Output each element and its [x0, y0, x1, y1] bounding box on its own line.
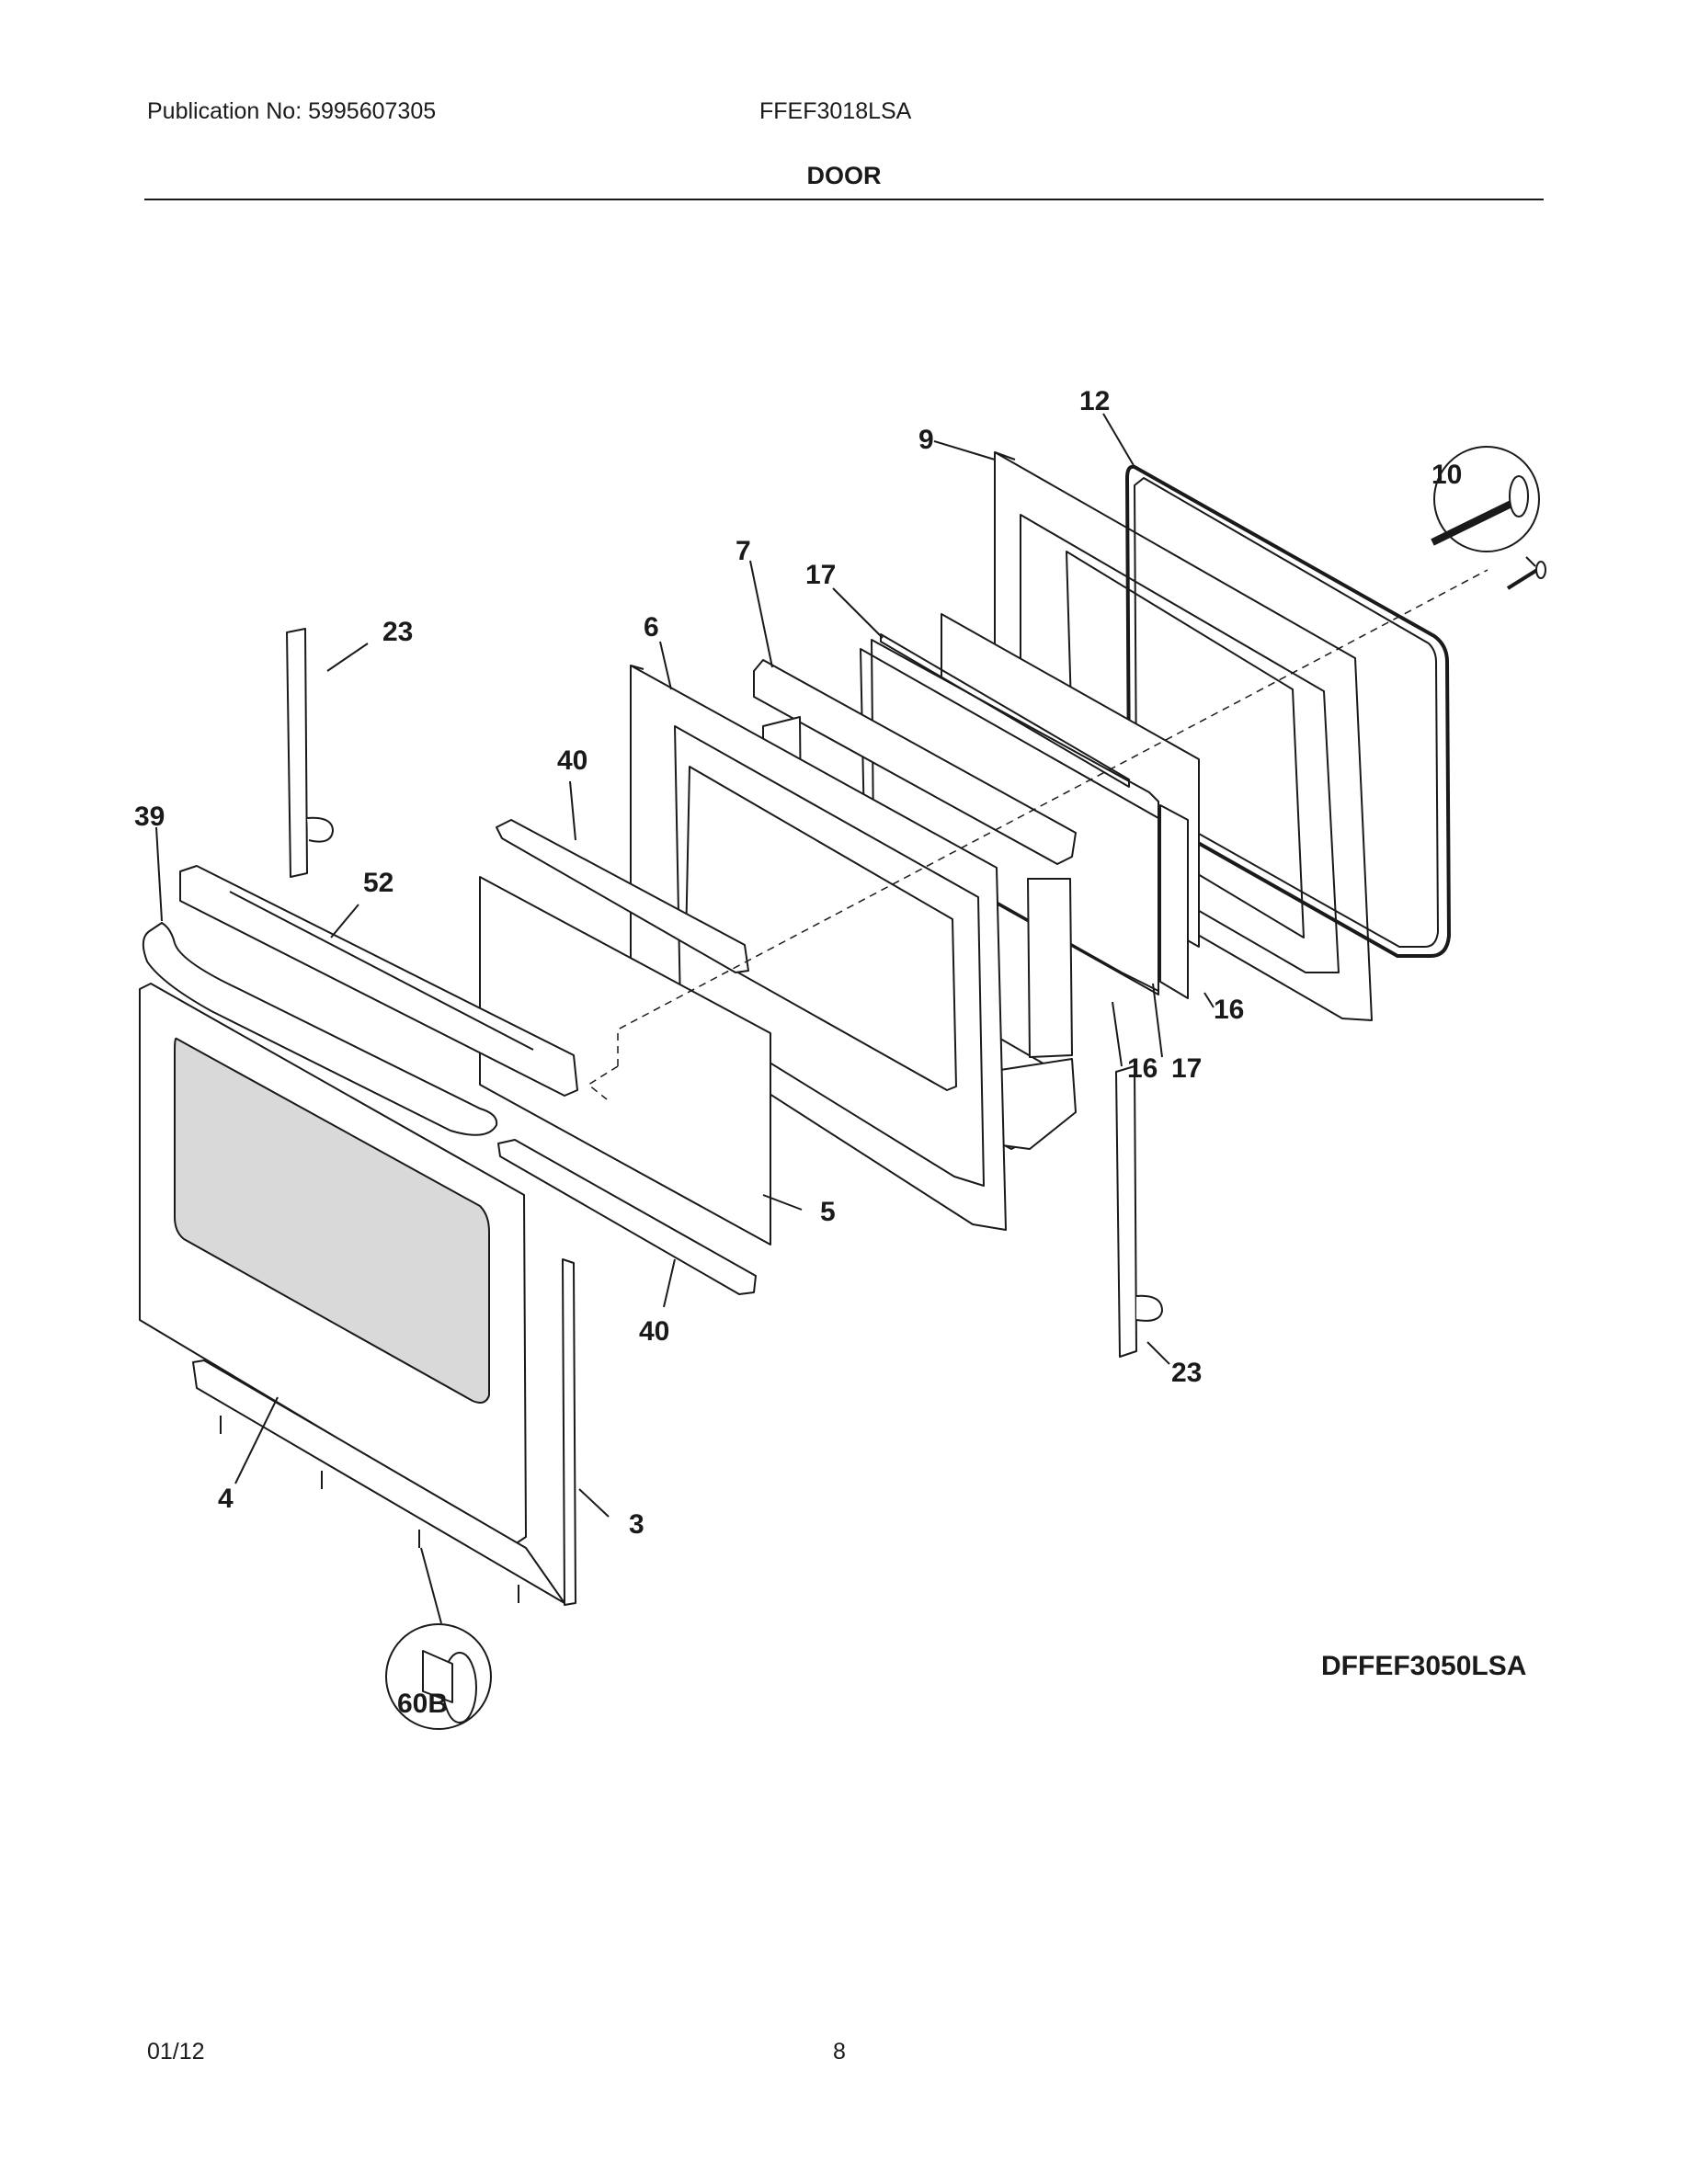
callout-40-bottom: 40: [639, 1316, 669, 1347]
callout-9: 9: [918, 425, 934, 455]
variant-model-label: DFFEF3050LSA: [1321, 1651, 1526, 1681]
outer-door-panel: [139, 983, 576, 1606]
callout-17-bottom: 17: [1171, 1053, 1202, 1084]
hinge-right: [1115, 1065, 1163, 1358]
gasket-clip-detail: [1431, 446, 1546, 590]
door-channel-top: [496, 819, 749, 973]
callout-17-top: 17: [805, 560, 836, 590]
section-title: DOOR: [806, 162, 882, 189]
door-top-trim: [179, 865, 578, 1097]
callout-4: 4: [218, 1484, 234, 1514]
callout-23-top: 23: [382, 617, 413, 647]
door-channel-bottom: [497, 1139, 757, 1295]
screws: [220, 1416, 519, 1603]
leader-lines: [155, 413, 1215, 1624]
callout-52: 52: [363, 868, 393, 898]
callout-60b: 60B: [397, 1689, 448, 1719]
publication-date: 01/12: [147, 2039, 205, 2065]
callout-5: 5: [820, 1197, 836, 1227]
page-number: 8: [833, 2039, 846, 2065]
callout-23-bottom: 23: [1171, 1358, 1202, 1388]
hinge-left: [286, 628, 334, 878]
callout-6: 6: [644, 612, 659, 643]
callout-12: 12: [1079, 386, 1110, 416]
callout-10: 10: [1431, 460, 1462, 490]
callout-7: 7: [736, 536, 751, 566]
screw-detail: [385, 1623, 492, 1730]
header-rule: [144, 199, 1544, 200]
callout-16-right: 16: [1214, 995, 1244, 1025]
callout-39: 39: [134, 802, 165, 832]
publication-number: Publication No: 5995607305: [147, 98, 437, 124]
model-number: FFEF3018LSA: [759, 98, 912, 124]
callout-40-top: 40: [557, 745, 587, 776]
callout-16-bottom: 16: [1127, 1053, 1158, 1084]
door-handle: [142, 922, 498, 1136]
callout-3: 3: [629, 1509, 644, 1540]
